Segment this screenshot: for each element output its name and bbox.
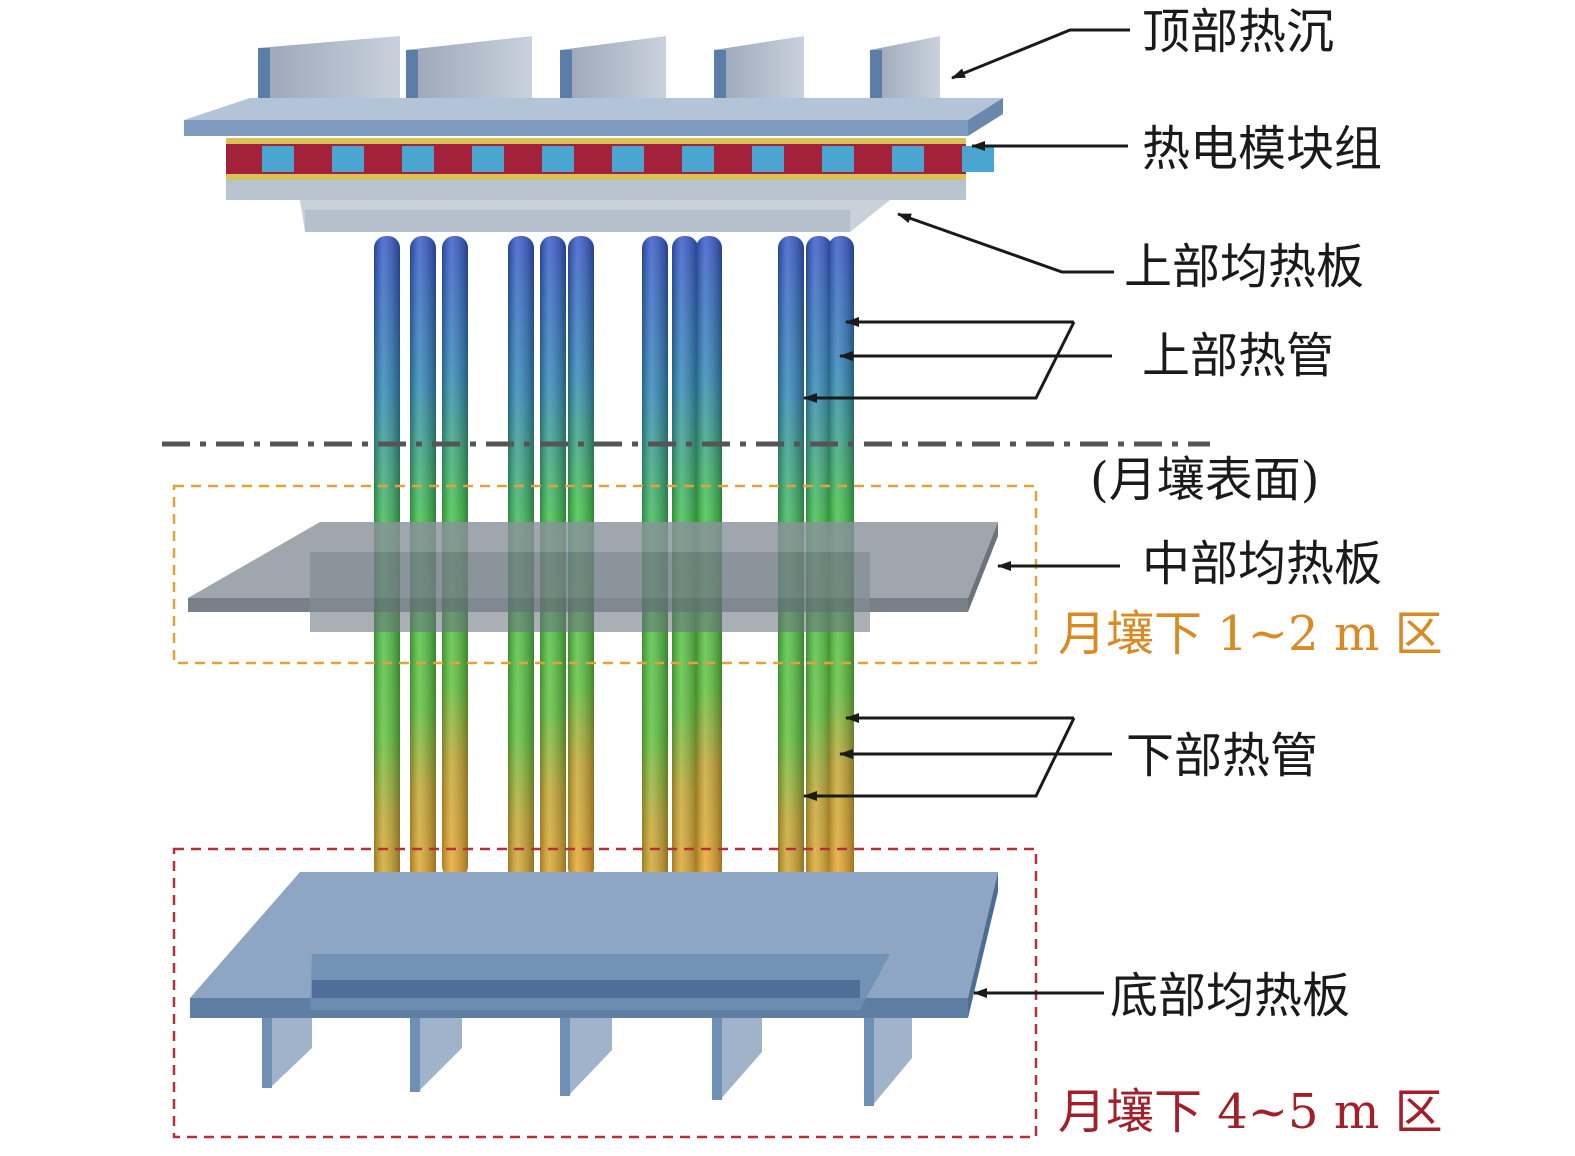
arrow-lower-heat-pipe-2 [803, 717, 1076, 801]
te-leg [682, 146, 714, 172]
arrow-upper-heat-pipe-2 [803, 321, 1076, 403]
te-leg [402, 146, 434, 172]
te-leg [472, 146, 504, 172]
middle-vapor-chamber [188, 522, 998, 632]
label-upper-heat-pipe: 上部热管 [1142, 328, 1334, 384]
upper-vapor-chamber [226, 180, 966, 232]
te-leg [892, 146, 924, 172]
top-heat-sink [184, 36, 1003, 136]
zone-box-1-2m [172, 484, 1038, 665]
label-zone-4-5m: 月壤下 4~5 m 区 [1058, 1084, 1443, 1140]
label-middle-vapor-chamber: 中部均热板 [1142, 536, 1382, 592]
te-leg [542, 146, 574, 172]
arrow-top-heat-sink [951, 28, 1130, 80]
label-lower-heat-pipe: 下部热管 [1126, 728, 1318, 784]
label-lunar-surface: (月壤表面) [1090, 452, 1319, 508]
bottom-heat-sink-fins [262, 1018, 912, 1106]
label-bottom-vapor-chamber: 底部均热板 [1110, 968, 1350, 1024]
callout-arrows [803, 28, 1130, 998]
te-leg [332, 146, 364, 172]
arrow-upper-vapor-chamber [897, 212, 1114, 274]
te-leg [262, 146, 294, 172]
te-leg [962, 146, 994, 172]
te-leg [752, 146, 784, 172]
label-top-heat-sink: 顶部热沉 [1142, 4, 1334, 60]
label-upper-vapor-chamber: 上部均热板 [1124, 239, 1364, 295]
thermoelectric-module-group [226, 138, 994, 180]
te-leg [612, 146, 644, 172]
bottom-vapor-chamber [190, 872, 998, 1018]
te-leg [822, 146, 854, 172]
label-thermoelectric-modules: 热电模块组 [1142, 121, 1382, 177]
label-zone-1-2m: 月壤下 1~2 m 区 [1058, 606, 1443, 662]
